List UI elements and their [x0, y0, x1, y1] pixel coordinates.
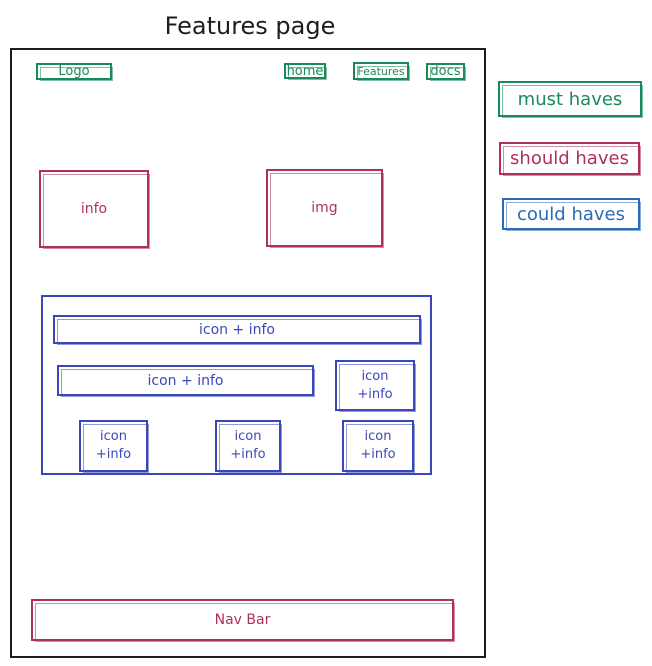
- page-title: Features page: [164, 12, 336, 40]
- feature-card-right: icon +info: [335, 360, 416, 412]
- legend-could-haves: could haves: [502, 198, 641, 231]
- page-frame: [10, 48, 486, 658]
- nav-bar[interactable]: Nav Bar: [31, 599, 455, 642]
- nav-features-link[interactable]: Features: [353, 62, 410, 81]
- nav-home-link[interactable]: home: [284, 63, 327, 80]
- info-box: info: [39, 170, 150, 249]
- legend-should-haves: should haves: [499, 142, 641, 176]
- feature-card: icon +info: [215, 420, 282, 473]
- feature-row-wide: icon + info: [53, 315, 422, 345]
- feature-row-medium: icon + info: [57, 365, 315, 397]
- feature-card: icon +info: [342, 420, 415, 473]
- feature-card: icon +info: [79, 420, 149, 473]
- logo[interactable]: Logo: [36, 63, 113, 81]
- features-section: [41, 295, 432, 475]
- img-box: img: [266, 169, 384, 248]
- nav-docs-link[interactable]: docs: [426, 63, 466, 81]
- legend-must-haves: must haves: [498, 81, 643, 118]
